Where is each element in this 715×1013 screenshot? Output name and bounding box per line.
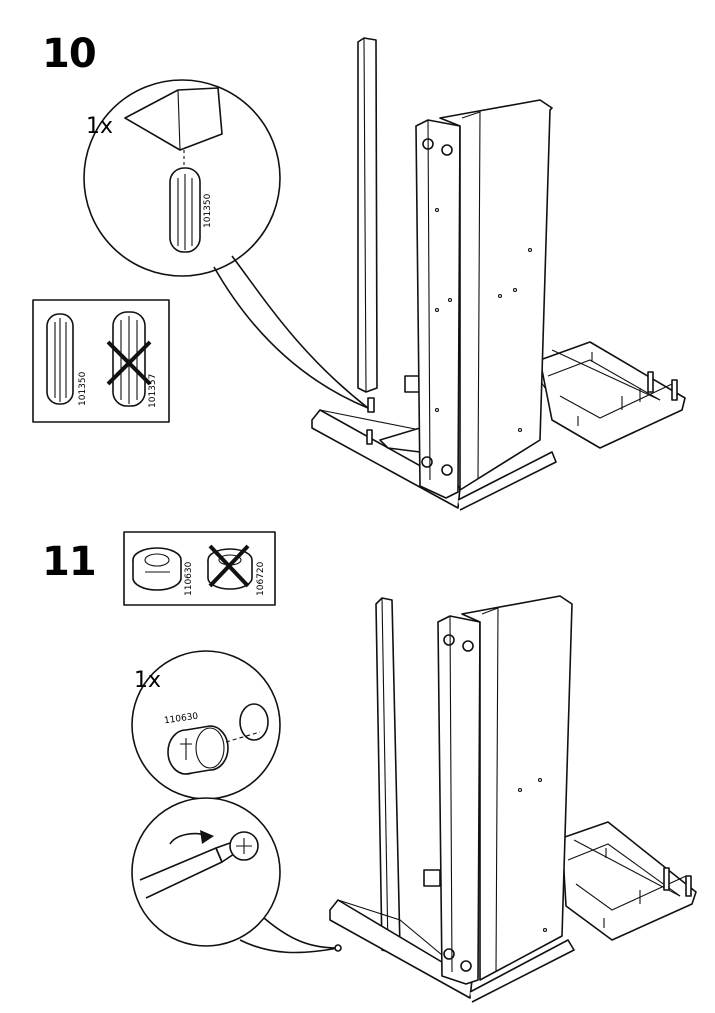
side-panel-back-11 — [461, 595, 573, 981]
screwdriver-detail-circle — [131, 797, 281, 947]
wrong-part-cross-icon — [106, 340, 152, 386]
step-10-dowel-part-number: 101350 — [203, 193, 213, 228]
threaded-pins-11 — [663, 867, 692, 897]
step-11-quantity: 1x — [134, 668, 162, 693]
step-11-number: 11 — [42, 539, 97, 585]
dowel-icon — [169, 167, 201, 253]
vertical-stile-11 — [375, 597, 401, 953]
rotate-arrow-icon — [169, 830, 214, 845]
step-10-wrong-part-number: 101357 — [148, 373, 158, 408]
step-10-correct-part-number: 101350 — [78, 371, 88, 406]
cam-lock-correct-icon — [132, 547, 182, 591]
dowel-wrong-icon — [112, 311, 146, 407]
step-11-wrong-part-number: 106720 — [256, 561, 266, 596]
vertical-stile — [357, 37, 378, 393]
threaded-pins — [647, 371, 678, 401]
cam-lock-face-icon — [229, 831, 259, 861]
side-panel-back — [439, 99, 553, 491]
step-10-quantity: 1x — [86, 114, 114, 139]
side-panel-front-11 — [437, 615, 481, 985]
step-10-number: 10 — [42, 31, 97, 77]
wrong-part-cross-icon-2 — [208, 544, 250, 588]
side-panel-front — [415, 119, 461, 499]
dowel-correct-icon — [46, 313, 74, 405]
detail-leader-line — [231, 255, 369, 409]
cam-lock-icon — [167, 725, 229, 775]
step-11-correct-part-number: 110630 — [184, 561, 194, 596]
